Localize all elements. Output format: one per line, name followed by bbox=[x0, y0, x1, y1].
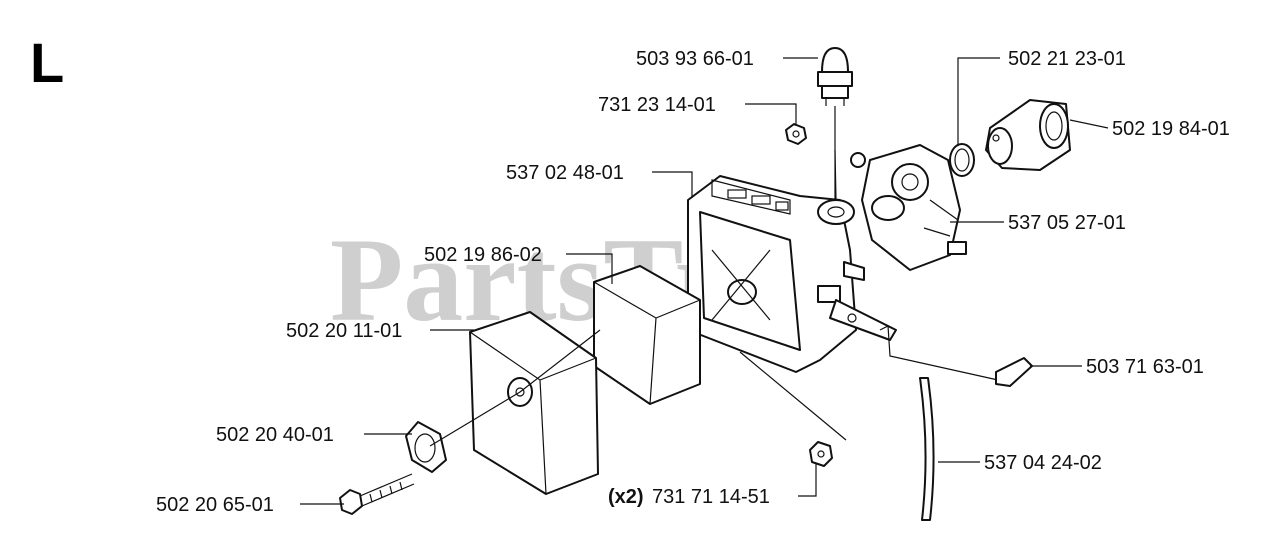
part-label: 503 93 66-01 bbox=[636, 48, 754, 70]
part-label: 502 20 40-01 bbox=[216, 424, 334, 446]
part-label: 502 19 84-01 bbox=[1112, 118, 1230, 140]
fuel-hose-drawing bbox=[919, 377, 935, 521]
filter-cover-drawing bbox=[469, 311, 599, 495]
nut-bottom-drawing bbox=[809, 441, 833, 467]
throttle-rod-drawing bbox=[879, 325, 1033, 387]
carburetor-drawing bbox=[850, 144, 967, 271]
part-labels: 503 93 66-01 731 23 14-01 502 21 23-01 5… bbox=[156, 48, 1230, 516]
part-label: 502 21 23-01 bbox=[1008, 48, 1126, 70]
section-letter: L bbox=[30, 31, 64, 94]
intake-elbow-drawing bbox=[985, 99, 1071, 171]
primer-bulb-drawing bbox=[817, 47, 853, 200]
leader-lines bbox=[300, 57, 1109, 505]
part-label: 537 04 24-02 bbox=[984, 452, 1102, 474]
part-label: 503 71 63-01 bbox=[1086, 356, 1204, 378]
nut-top-drawing bbox=[785, 123, 807, 145]
o-ring-drawing bbox=[949, 143, 975, 177]
part-qty: (x2) bbox=[608, 486, 644, 508]
air-filter-housing-drawing bbox=[687, 175, 897, 373]
part-label: 731 71 14-51 bbox=[652, 486, 770, 508]
part-label: 502 20 11-01 bbox=[286, 320, 402, 342]
assembly-lines bbox=[429, 149, 847, 447]
knob-drawing bbox=[405, 421, 447, 473]
part-label: 502 20 65-01 bbox=[156, 494, 274, 516]
part-label: 537 02 48-01 bbox=[506, 162, 624, 184]
screw-drawing bbox=[339, 473, 415, 515]
part-label: 537 05 27-01 bbox=[1008, 212, 1126, 234]
part-label: 502 19 86-02 bbox=[424, 244, 542, 266]
part-label: 731 23 14-01 bbox=[598, 94, 716, 116]
